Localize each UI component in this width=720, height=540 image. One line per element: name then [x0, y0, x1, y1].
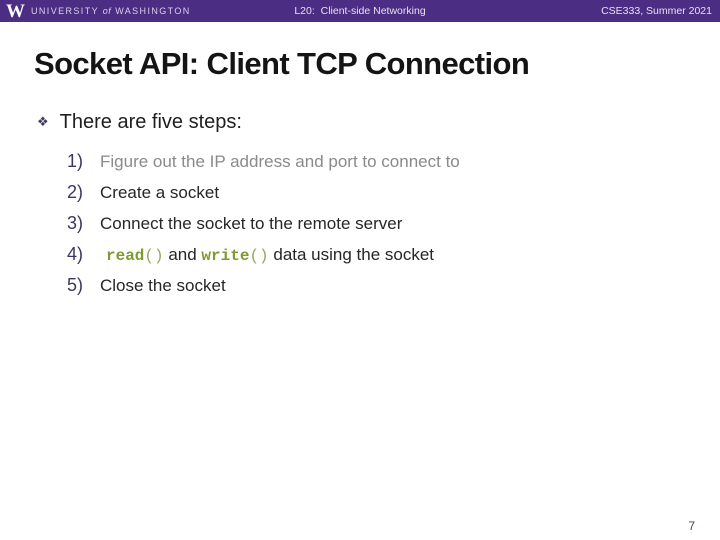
code-write-parens: () — [249, 247, 269, 265]
step-number: 1) — [67, 151, 84, 171]
course-term: CSE333, Summer 2021 — [601, 5, 712, 17]
code-write: write — [201, 247, 250, 265]
intro-text: There are five steps: — [59, 111, 242, 133]
list-item: 3) Connect the socket to the remote serv… — [67, 208, 687, 239]
lecture-title: L20: Client-side Networking — [294, 5, 426, 17]
university-of: of — [102, 6, 112, 16]
step-text-tail: data using the socket — [268, 245, 435, 264]
intro-bullet-row: ❖ There are five steps: — [37, 111, 242, 134]
university-word1: UNIVERSITY — [31, 6, 99, 16]
university-name: UNIVERSITY of WASHINGTON — [31, 0, 191, 22]
list-item: 5) Close the socket — [67, 270, 687, 301]
step-text-mid: and — [163, 245, 202, 264]
uw-logo-icon: W — [6, 1, 25, 22]
steps-list: 1) Figure out the IP address and port to… — [67, 146, 687, 301]
step-text: Close the socket — [100, 276, 226, 295]
list-item: 4) read() and write() data using the soc… — [67, 239, 687, 270]
step-number: 4) — [67, 244, 84, 264]
diamond-bullet-icon: ❖ — [37, 114, 49, 129]
code-read: read — [106, 247, 145, 265]
page-title: Socket API: Client TCP Connection — [34, 46, 530, 81]
step-text: read() and write() data using the socket — [100, 239, 434, 272]
step-text: Connect the socket to the remote server — [100, 214, 403, 233]
list-item: 1) Figure out the IP address and port to… — [67, 146, 687, 177]
university-word2: WASHINGTON — [115, 6, 191, 16]
list-item: 2) Create a socket — [67, 177, 687, 208]
step-text: Figure out the IP address and port to co… — [100, 152, 460, 171]
step-number: 3) — [67, 213, 84, 233]
step-number: 2) — [67, 182, 84, 202]
step-text: Create a socket — [100, 183, 220, 202]
page-number: 7 — [688, 519, 695, 533]
step-number: 5) — [67, 275, 84, 295]
header-bar: W UNIVERSITY of WASHINGTON L20: Client-s… — [0, 0, 720, 22]
code-read-parens: () — [144, 247, 164, 265]
